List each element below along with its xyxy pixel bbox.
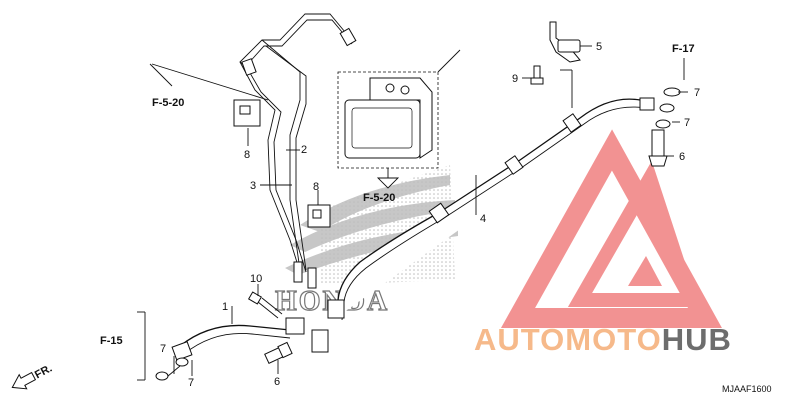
banjo-fittings-right [648, 87, 681, 167]
callout-6-lower: 6 [274, 376, 280, 388]
callout-10: 10 [250, 273, 262, 285]
ref-f-5-20-top[interactable]: F-5-20 [152, 97, 184, 109]
bolt-9 [530, 65, 544, 85]
callout-7-right-b: 7 [684, 117, 690, 129]
bolt-10 [247, 291, 283, 319]
watermark-logo [500, 129, 722, 328]
watermark-hub: HUB [662, 322, 732, 357]
watermark-text: AUTOMOTOHUB [474, 322, 732, 357]
diagram-code: MJAAF1600 [722, 384, 772, 394]
callout-9: 9 [512, 73, 518, 85]
ref-f-15[interactable]: F-15 [100, 335, 123, 347]
callout-5: 5 [596, 41, 602, 53]
callout-6-right: 6 [679, 151, 685, 163]
callout-7-right-a: 7 [694, 87, 700, 99]
banjo-bolt-6-lower [264, 341, 293, 364]
brake-hose-4 [327, 97, 655, 321]
front-direction-indicator: FR. [11, 362, 54, 390]
watermark-moto: MOTO [565, 322, 661, 357]
callout-2: 2 [301, 144, 307, 156]
brake-pipe-2-3 [239, 13, 357, 289]
abs-modulator-group [337, 49, 461, 189]
svg-text:FR.: FR. [33, 362, 54, 381]
callout-8-middle: 8 [313, 181, 319, 193]
callout-8-upper: 8 [244, 149, 250, 161]
brake-hose-1 [155, 317, 329, 381]
ref-f-5-20-middle[interactable]: F-5-20 [363, 192, 395, 204]
bracket-8-upper [233, 99, 261, 127]
callout-4: 4 [480, 213, 486, 225]
clamp-5 [549, 21, 581, 63]
callout-7-lower-b: 7 [188, 377, 194, 389]
bracket-8-middle [307, 204, 331, 228]
callout-3: 3 [250, 180, 256, 192]
callout-7-lower-a: 7 [160, 343, 166, 355]
watermark-auto: AUTO [474, 322, 565, 357]
ref-f-17[interactable]: F-17 [672, 43, 695, 55]
leader-lines [137, 45, 688, 381]
callout-1: 1 [222, 301, 228, 313]
